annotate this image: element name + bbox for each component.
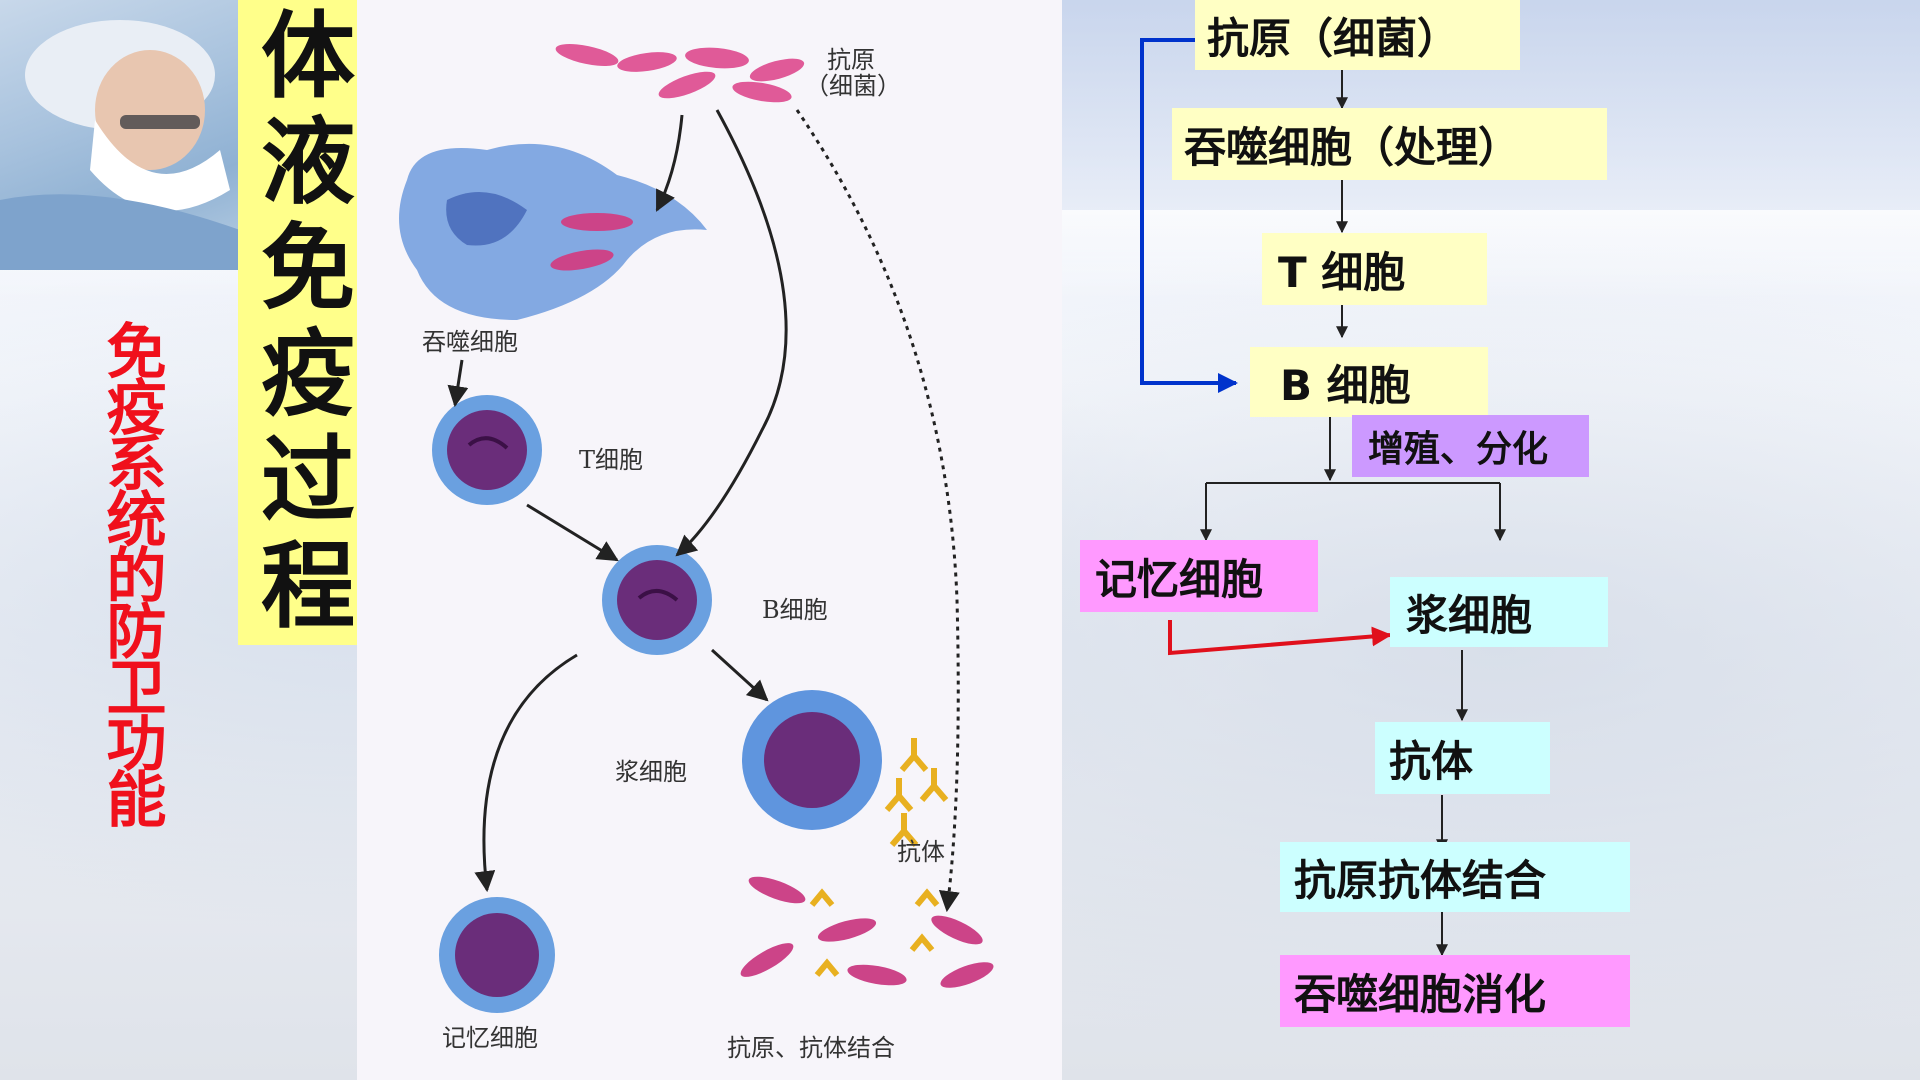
antibodies [884,738,949,847]
illus-label-antigen: 抗原 [827,46,875,74]
illus-label-antibody: 抗体 [897,838,945,866]
illus-label-antigen-sub: （细菌） [805,72,901,100]
illus-label-plasma-cell: 浆细胞 [615,758,687,786]
t-cell [432,395,542,505]
memory-cell [439,897,555,1013]
illus-label-t-cell: T细胞 [579,446,644,474]
b-cell [602,545,712,655]
surgeon-photo [0,0,240,270]
illus-label-binding: 抗原、抗体结合 [727,1034,895,1062]
flow-b-cell: B 细胞 [1250,347,1488,417]
plasma-cell [742,690,882,830]
illus-label-memory-cell: 记忆细胞 [442,1024,538,1052]
antigen-antibody-complex [740,876,994,988]
flow-proliferate: 增殖、分化 [1352,415,1589,477]
main-title: 体液免疫过程 [245,6,354,642]
flow-antigen: 抗原（细菌） [1195,0,1520,70]
humoral-immunity-illustration: 抗原 （细菌） 吞噬细胞 T细胞 B细胞 浆细胞 抗体 记忆细胞 抗原、抗体结合 [357,0,1062,1080]
flowchart-connectors [1140,38,1506,957]
flow-binding: 抗原抗体结合 [1280,842,1630,912]
flow-t-cell: T 细胞 [1262,233,1487,305]
main-title-banner: 体液免疫过程 [238,0,358,645]
bacteria-cluster [555,43,805,103]
side-title: 免疫系统的防卫功能 [96,320,166,824]
flow-digest: 吞噬细胞消化 [1280,955,1630,1027]
illus-label-b-cell: B细胞 [762,596,828,624]
flow-antibody: 抗体 [1375,722,1550,794]
illus-label-phagocyte: 吞噬细胞 [422,328,518,356]
flow-phagocyte-process: 吞噬细胞（处理） [1172,108,1607,180]
flow-plasma-cell: 浆细胞 [1390,577,1608,647]
phagocyte-cell [399,143,707,320]
flow-memory-cell: 记忆细胞 [1080,540,1318,612]
